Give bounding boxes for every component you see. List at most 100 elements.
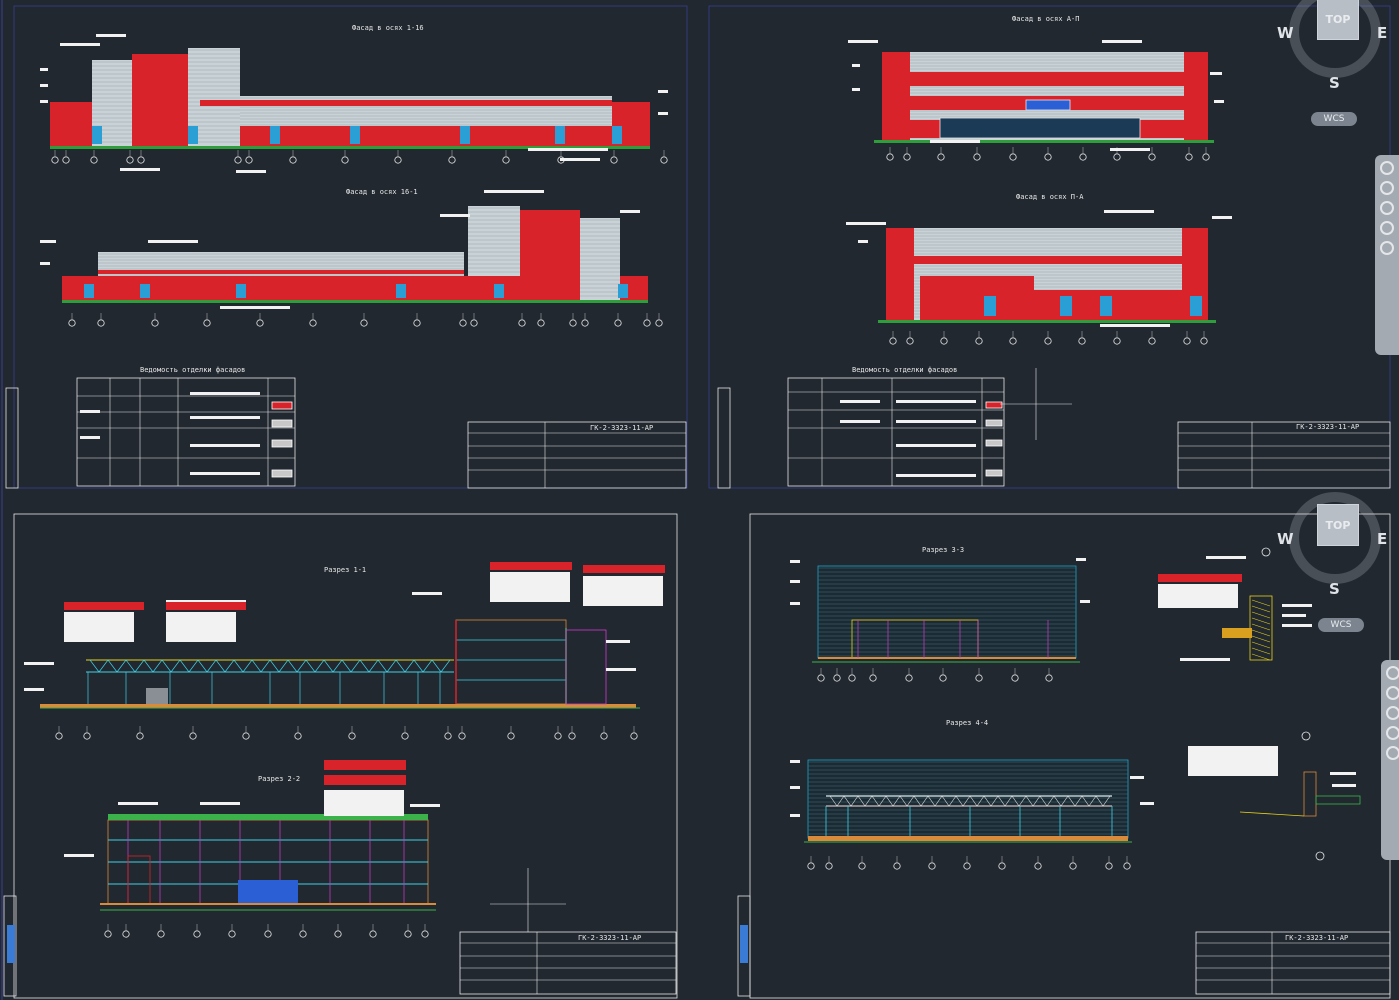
grid-axis-bubble: [157, 930, 165, 938]
facade-door: [84, 284, 94, 298]
annotation-text-block: [583, 576, 663, 606]
truss-web: [969, 795, 978, 807]
truss-web: [1095, 795, 1104, 807]
annotation-text-block: [190, 472, 260, 475]
annotation-text-block: [790, 786, 800, 789]
wcs-menu[interactable]: WCS: [1311, 112, 1357, 126]
showmotion-icon[interactable]: [1386, 746, 1399, 760]
annotation-text-block: [190, 444, 260, 447]
truss-web: [990, 795, 999, 807]
truss-web: [899, 795, 908, 807]
compass-west[interactable]: W: [1277, 24, 1294, 42]
compass-east[interactable]: E: [1377, 24, 1388, 42]
annotation-text-block: [324, 790, 404, 816]
truss-web: [224, 659, 235, 673]
truss-web: [404, 659, 415, 673]
annotation-text-block: [852, 88, 860, 91]
grid-axis-bubble: [569, 319, 577, 327]
truss-web: [386, 659, 397, 673]
annotation-text-block: [236, 170, 266, 173]
grid-axis-bubble: [151, 319, 159, 327]
title-block-stamp: [459, 931, 677, 995]
zoom-icon[interactable]: [1380, 201, 1394, 215]
navigation-bar[interactable]: [1381, 660, 1399, 860]
steering-wheel-icon[interactable]: [1380, 161, 1394, 175]
grid-axis-bubble: [256, 319, 264, 327]
grid-axis-bubble: [937, 153, 945, 161]
orbit-icon[interactable]: [1380, 221, 1394, 235]
grid-axis-bubble: [136, 732, 144, 740]
swatch-grey: [985, 439, 1003, 447]
grid-axis-bubble: [975, 674, 983, 682]
pan-icon[interactable]: [1380, 181, 1394, 195]
grid-axis-bubble: [289, 156, 297, 164]
truss-web: [1074, 795, 1083, 807]
truss-web: [1102, 795, 1111, 807]
truss-web: [440, 659, 451, 673]
viewcube-top-face[interactable]: TOP: [1317, 504, 1359, 546]
truss-web: [431, 659, 442, 673]
grid-axis-bubble: [294, 732, 302, 740]
swatch-grey: [985, 469, 1003, 477]
truss-web: [983, 795, 992, 807]
annotation-text-block: [1214, 100, 1224, 103]
truss-web: [1053, 795, 1062, 807]
compass-ring[interactable]: [1289, 0, 1381, 78]
view-title: Фасад в осях А-П: [1012, 15, 1080, 23]
truss-web: [242, 659, 253, 673]
showmotion-icon[interactable]: [1380, 241, 1394, 255]
sheet-side-stamp: [5, 387, 19, 489]
annotation-text-block: [1080, 600, 1090, 603]
compass-east[interactable]: E: [1377, 530, 1388, 548]
viewcube-top-face[interactable]: TOP: [1317, 0, 1359, 40]
compass-ring[interactable]: [1289, 492, 1381, 584]
compass-south[interactable]: S: [1329, 580, 1340, 598]
grid-axis-bubble: [975, 337, 983, 345]
facade-door: [1190, 296, 1202, 316]
facade-door: [236, 284, 246, 298]
annotation-text-block: [896, 444, 976, 447]
grid-axis-bubble: [825, 862, 833, 870]
truss-web: [920, 795, 929, 807]
view-title: Фасад в осях П-А: [1016, 193, 1084, 201]
zoom-icon[interactable]: [1386, 706, 1399, 720]
grid-axis-bubble: [122, 930, 130, 938]
grid-axis-bubble: [963, 862, 971, 870]
grid-axis-bubble: [1123, 862, 1131, 870]
annotation-text-block: [896, 400, 976, 403]
truss-web: [350, 659, 361, 673]
navigation-bar[interactable]: [1375, 155, 1399, 355]
wcs-menu[interactable]: WCS: [1318, 618, 1364, 632]
grid-axis-bubble: [413, 319, 421, 327]
steering-wheel-icon[interactable]: [1386, 666, 1399, 680]
facade-hall-band: [98, 270, 464, 274]
pan-icon[interactable]: [1386, 686, 1399, 700]
grid-axis-bubble: [905, 674, 913, 682]
annotation-text-block: [166, 612, 236, 642]
orbit-icon[interactable]: [1386, 726, 1399, 740]
compass-west[interactable]: W: [1277, 530, 1294, 548]
grid-axis-bubble: [939, 674, 947, 682]
truss-web: [377, 659, 388, 673]
grid-axis-bubble: [334, 930, 342, 938]
grid-axis-bubble: [893, 862, 901, 870]
compass-south[interactable]: S: [1329, 74, 1340, 92]
truss-web: [422, 659, 433, 673]
grid-axis-bubble: [55, 732, 63, 740]
grid-axis-bubble: [928, 862, 936, 870]
grid-axis-bubble: [554, 732, 562, 740]
annotation-text-block: [1188, 746, 1278, 776]
grid-axis-bubble: [614, 319, 622, 327]
truss-web: [906, 795, 915, 807]
detail-hatch: [1251, 623, 1271, 631]
truss-web: [296, 659, 307, 673]
annotation-text-block: [790, 760, 800, 763]
viewcube[interactable]: TOP W E S: [1277, 0, 1391, 92]
truss-web: [976, 795, 985, 807]
facade-door: [92, 126, 102, 144]
slab-line: [808, 836, 1128, 841]
annotation-text-block: [1330, 772, 1356, 775]
viewcube[interactable]: TOP W E S: [1277, 486, 1391, 598]
